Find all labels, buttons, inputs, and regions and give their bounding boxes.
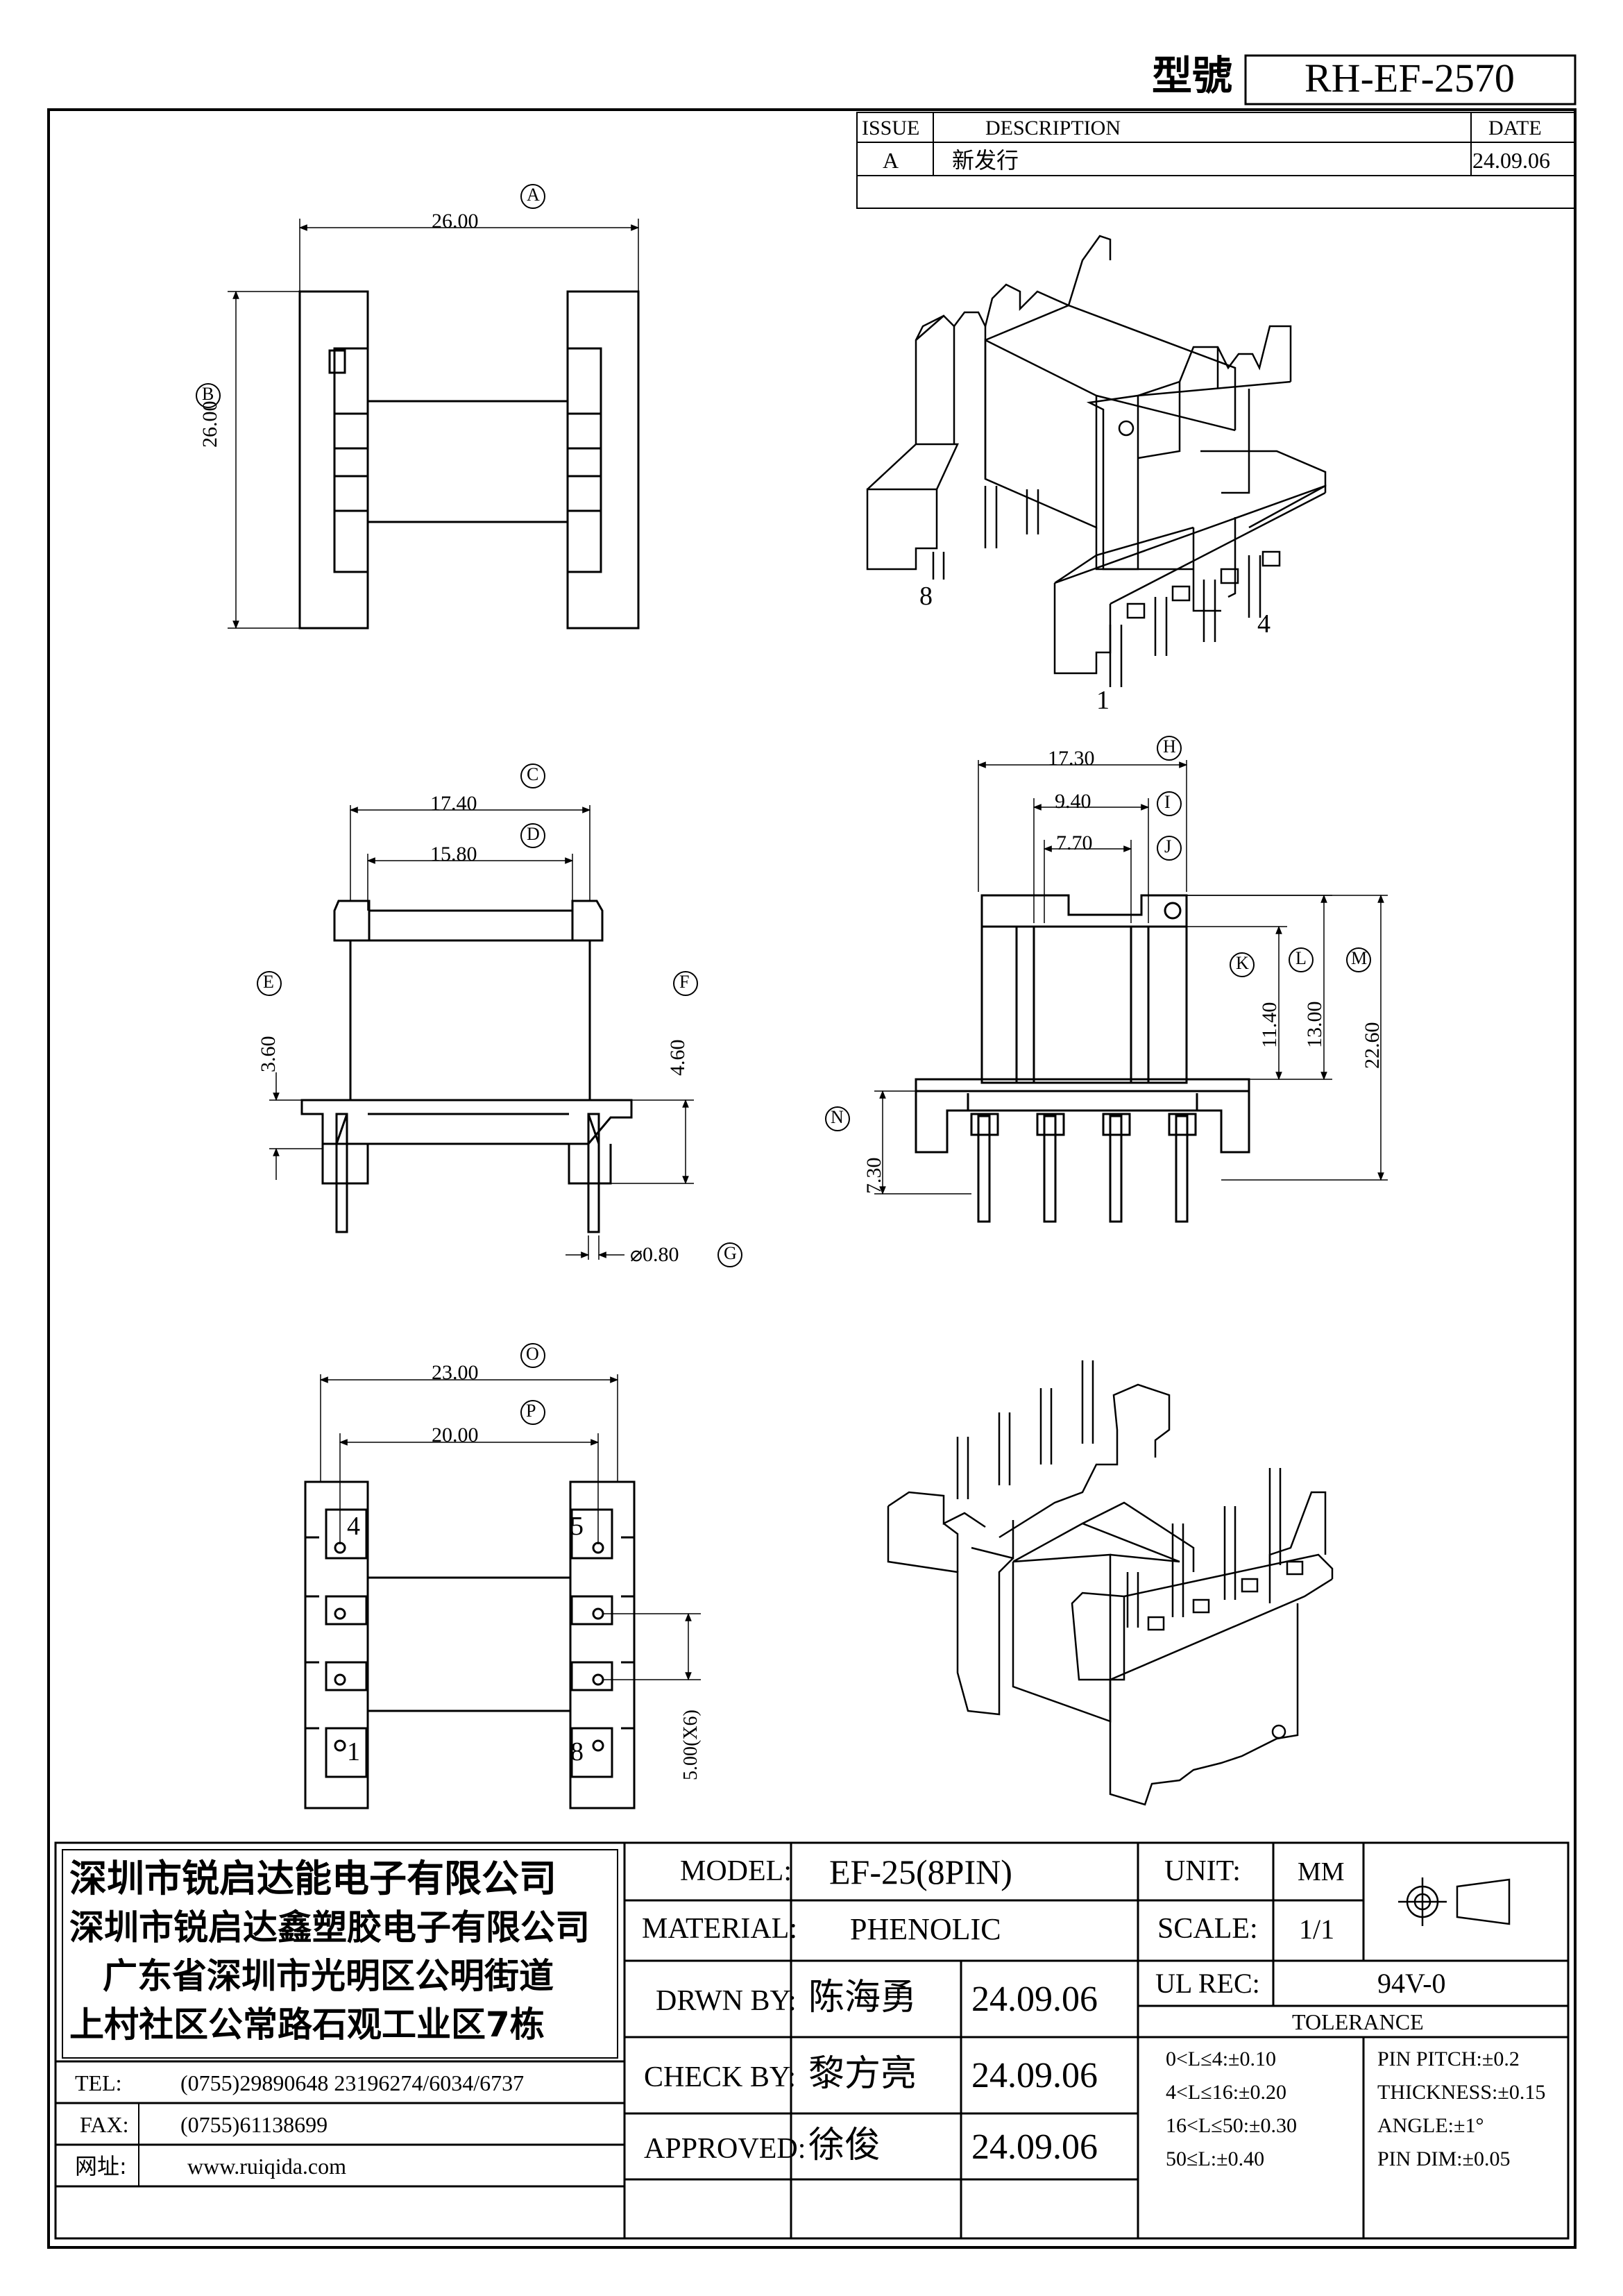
dim-m: 22.60 xyxy=(1361,1022,1384,1070)
drawn-by-date: 24.09.06 xyxy=(971,1980,1098,2019)
bottom-pin-4: 4 xyxy=(347,1512,360,1541)
iso-top-pin-8: 8 xyxy=(919,582,933,611)
dim-b: 26.00 xyxy=(198,400,221,448)
bottom-pin-8: 8 xyxy=(570,1737,584,1766)
tol-right-2: THICKNESS:±0.15 xyxy=(1377,2081,1546,2104)
tolerance-label: TOLERANCE xyxy=(1292,2009,1424,2034)
bottom-view xyxy=(304,1343,701,1809)
web-value: www.ruiqida.com xyxy=(187,2154,346,2179)
dim-p: 20.00 xyxy=(432,1424,479,1446)
scale-label: SCALE: xyxy=(1157,1913,1258,1945)
model-number: RH-EF-2570 xyxy=(1305,56,1515,101)
check-by-name: 黎方亮 xyxy=(808,2053,917,2095)
company-line-2: 深圳市锐启达鑫塑胶电子有限公司 xyxy=(69,1907,590,1948)
model-number-box xyxy=(1244,54,1577,105)
tol-right-3: ANGLE:±1° xyxy=(1377,2114,1484,2137)
material-value: PHENOLIC xyxy=(850,1912,1001,1946)
dim-e: 3.60 xyxy=(257,1036,280,1073)
callout-h: H xyxy=(1163,736,1176,757)
callout-j: J xyxy=(1164,836,1172,856)
tol-right-1: PIN PITCH:±0.2 xyxy=(1377,2048,1520,2070)
company-line-1: 深圳市锐启达能电子有限公司 xyxy=(69,1857,556,1900)
projection-symbol xyxy=(1398,1877,1511,1926)
callout-k: K xyxy=(1236,953,1249,973)
company-line-4: 上村社区公常路石观工业区7栋 xyxy=(69,2004,545,2045)
tel-label: TEL: xyxy=(75,2070,122,2095)
callout-l: L xyxy=(1295,948,1307,968)
revision-issue: A xyxy=(883,148,899,173)
bottom-pin-1: 1 xyxy=(347,1737,360,1766)
callout-g: G xyxy=(724,1243,737,1263)
model-field-label: MODEL: xyxy=(680,1855,792,1887)
callout-b: B xyxy=(202,384,214,404)
revision-header-date: DATE xyxy=(1488,117,1542,140)
revision-description: 新发行 xyxy=(952,147,1019,174)
top-view xyxy=(196,184,640,630)
title-block xyxy=(54,1841,1570,2240)
tol-left-1: 0<L≤4:±0.10 xyxy=(1166,2048,1277,2070)
approved-date: 24.09.06 xyxy=(971,2127,1098,2167)
dim-pin-pitch: 5.00(X6) xyxy=(680,1710,702,1780)
unit-value: MM xyxy=(1298,1857,1345,1886)
material-label: MATERIAL: xyxy=(642,1913,797,1945)
tol-left-4: 50≤L:±0.40 xyxy=(1166,2147,1265,2170)
isometric-view-bottom xyxy=(887,1360,1334,1806)
side-view xyxy=(825,736,1388,1223)
dim-n: 7.30 xyxy=(863,1157,885,1195)
revision-header-issue: ISSUE xyxy=(862,117,920,140)
front-view xyxy=(257,763,742,1267)
dim-o: 23.00 xyxy=(432,1361,479,1384)
ul-rec-label: UL REC: xyxy=(1155,1968,1260,1999)
tel-value: (0755)29890648 23196274/6034/6737 xyxy=(180,2070,525,2095)
dim-d: 15.80 xyxy=(430,843,477,866)
approved-label: APPROVED: xyxy=(644,2133,806,2165)
dim-g: ⌀0.80 xyxy=(630,1243,679,1266)
callout-e: E xyxy=(263,972,274,992)
callout-d: D xyxy=(527,824,540,844)
fax-label: FAX: xyxy=(80,2112,129,2137)
revision-date: 24.09.06 xyxy=(1472,148,1550,173)
dim-k: 11.40 xyxy=(1258,1002,1281,1048)
callout-n: N xyxy=(831,1107,844,1127)
dim-a: 26.00 xyxy=(432,210,479,233)
unit-label: UNIT: xyxy=(1164,1855,1241,1887)
tol-left-2: 4<L≤16:±0.20 xyxy=(1166,2081,1287,2104)
callout-p: P xyxy=(526,1401,536,1421)
iso-top-pin-4: 4 xyxy=(1257,609,1271,639)
callout-i: I xyxy=(1164,792,1171,812)
web-label: 网址: xyxy=(75,2153,127,2179)
drawn-by-label: DRWN BY: xyxy=(656,1985,797,2017)
revision-table xyxy=(856,112,1576,209)
callout-c: C xyxy=(527,764,539,784)
model-label: 型號 xyxy=(1152,52,1233,99)
fax-value: (0755)61138699 xyxy=(180,2112,328,2137)
dim-i: 9.40 xyxy=(1055,790,1091,813)
ul-rec-value: 94V-0 xyxy=(1377,1968,1446,1999)
dim-h: 17.30 xyxy=(1048,747,1095,770)
model-field-value: EF-25(8PIN) xyxy=(829,1852,1012,1891)
dim-f: 4.60 xyxy=(666,1039,689,1077)
drawn-by-name: 陈海勇 xyxy=(808,1977,917,2018)
dim-l: 13.00 xyxy=(1303,1001,1326,1049)
revision-header-description: DESCRIPTION xyxy=(985,117,1121,140)
check-by-date: 24.09.06 xyxy=(971,2056,1098,2095)
bottom-pin-5: 5 xyxy=(570,1512,584,1541)
tol-left-3: 16<L≤50:±0.30 xyxy=(1166,2114,1298,2137)
isometric-view-top xyxy=(866,235,1327,687)
callout-a: A xyxy=(527,185,540,205)
callout-m: M xyxy=(1351,948,1368,968)
dim-j: 7.70 xyxy=(1056,832,1093,854)
check-by-label: CHECK BY: xyxy=(644,2061,797,2093)
scale-value: 1/1 xyxy=(1299,1914,1335,1945)
drawing-border xyxy=(47,108,1577,2249)
callout-o: O xyxy=(526,1344,539,1364)
tol-right-4: PIN DIM:±0.05 xyxy=(1377,2147,1511,2170)
iso-top-pin-1: 1 xyxy=(1096,686,1110,715)
dim-c: 17.40 xyxy=(430,792,477,815)
callout-f: F xyxy=(679,972,690,992)
company-line-3: 广东省深圳市光明区公明街道 xyxy=(103,1956,554,1996)
approved-name: 徐俊 xyxy=(808,2125,881,2166)
